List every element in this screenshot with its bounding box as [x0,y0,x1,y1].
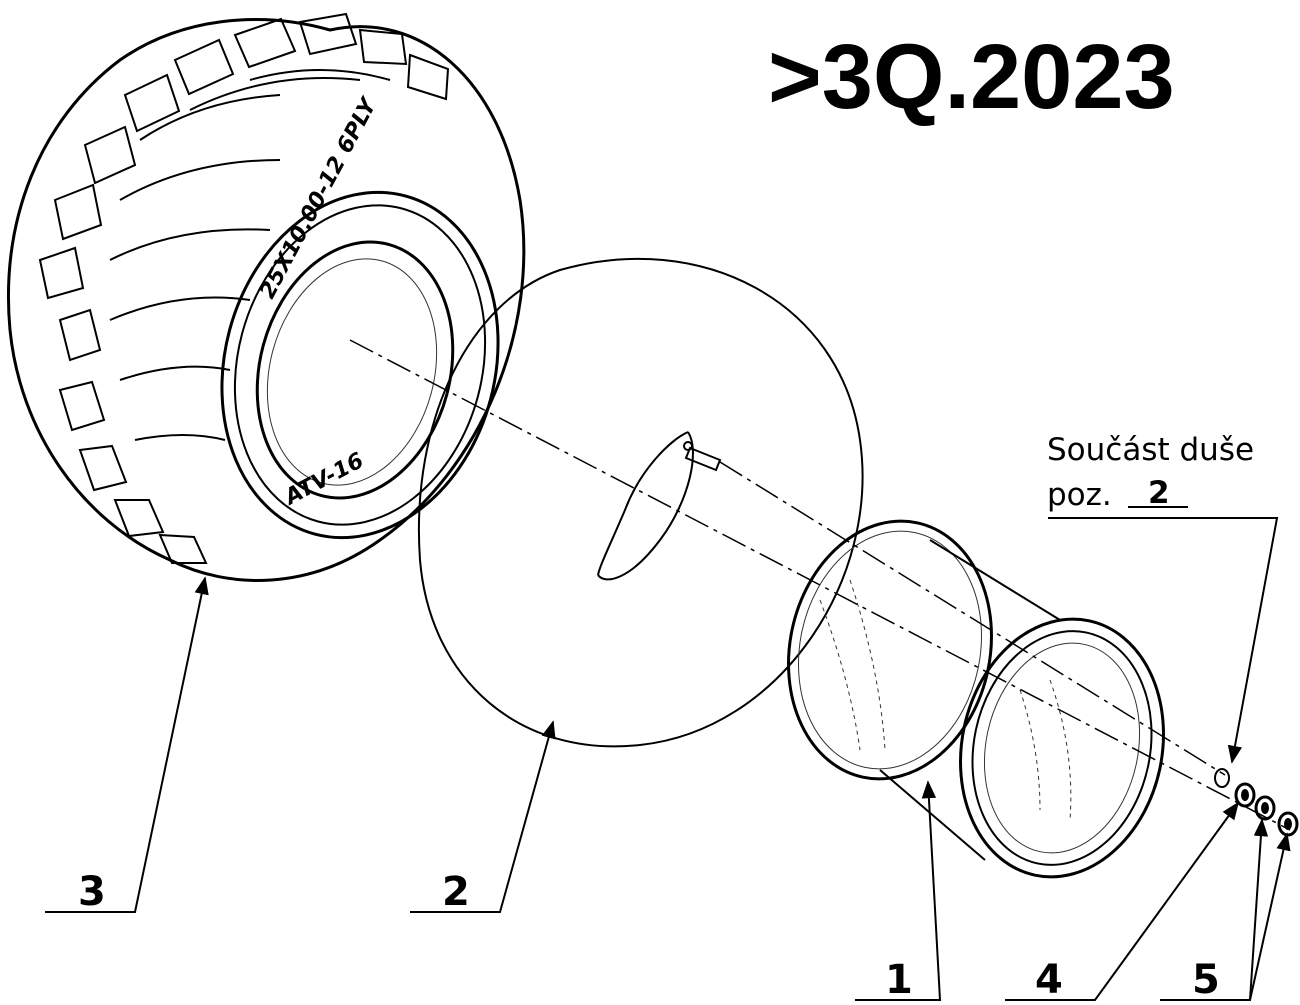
tire-part: 25X10.00-12 6PLY ATV-16 [7,12,526,582]
assembly-axes [349,339,1291,831]
tire-size-marking: 25X10.00-12 6PLY [255,93,383,303]
note-line-1: Součást duše [1047,432,1254,468]
valve-cap [1214,768,1230,788]
drawing-title: >3Q.2023 [768,26,1175,128]
valve-hardware [1214,768,1299,837]
rim-part [787,519,1165,879]
note-line-2-prefix: poz. [1047,477,1112,513]
callout-1-rim: 1 [885,957,913,1003]
callout-3-tire: 3 [78,869,106,915]
callout-5-nuts: 5 [1192,957,1220,1003]
note-line-2-value: 2 [1148,475,1170,511]
leader-lines [45,517,1291,1001]
callout-2-tube: 2 [442,869,470,915]
inner-tube-part [418,257,864,748]
callout-4-washer: 4 [1035,957,1063,1003]
